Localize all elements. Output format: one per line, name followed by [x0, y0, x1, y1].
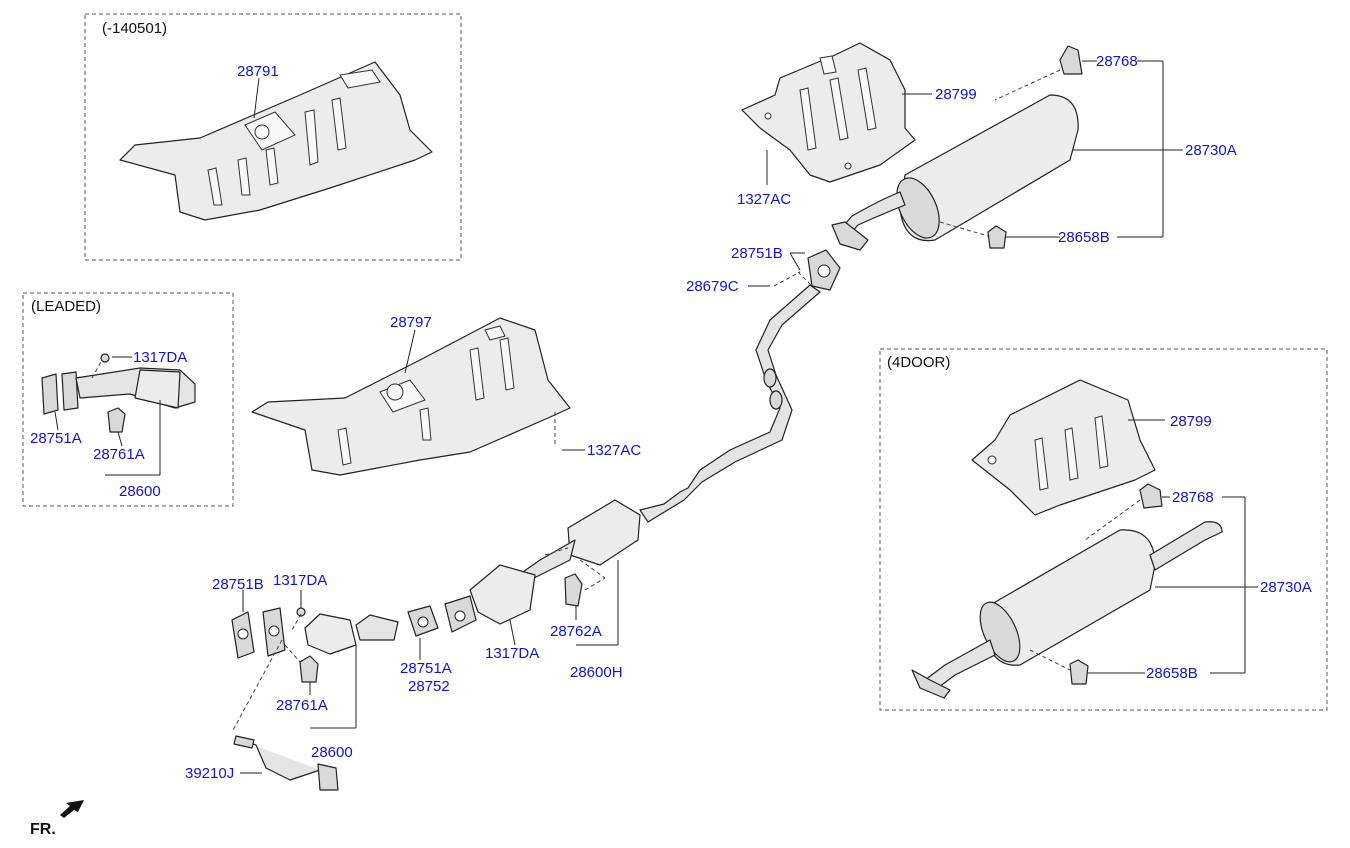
- label-1327AC[interactable]: 1327AC: [737, 191, 791, 208]
- label-28658B-4door[interactable]: 28658B: [1146, 665, 1198, 682]
- front-direction-indicator: FR.: [30, 800, 84, 838]
- heat-shield-rear-4door-drawing: [971, 379, 1156, 516]
- heat-shield-front-drawing: [251, 317, 571, 476]
- leaded-box: [22, 292, 234, 507]
- label-28768-4door[interactable]: 28768: [1172, 489, 1214, 506]
- label-28797[interactable]: 28797: [390, 314, 432, 331]
- label-28799-4door[interactable]: 28799: [1170, 413, 1212, 430]
- label-28600H[interactable]: 28600H: [570, 664, 623, 681]
- label-28751B-front[interactable]: 28751B: [212, 576, 264, 593]
- rear-muffler-drawing: [831, 94, 1079, 251]
- label-39210J[interactable]: 39210J: [185, 765, 234, 782]
- part-labels: 28791 28797 1327AC 28799 1327AC 28768 28…: [30, 53, 1312, 782]
- leaded-assembly-drawing: [41, 353, 196, 433]
- heat-shield-early-drawing: [119, 61, 433, 221]
- heat-shield-rear-drawing: [741, 42, 916, 183]
- hanger-rear-drawing: [1059, 45, 1083, 75]
- early-model-box: [84, 13, 462, 261]
- front-arrow-icon: [60, 800, 84, 818]
- label-1317DA-mid[interactable]: 1317DA: [485, 645, 539, 662]
- hanger-b-drawing: [987, 225, 1007, 249]
- label-1327AC-front[interactable]: 1327AC: [587, 442, 641, 459]
- label-28762A[interactable]: 28762A: [550, 623, 602, 640]
- label-1317DA-front[interactable]: 1317DA: [273, 572, 327, 589]
- label-28768[interactable]: 28768: [1096, 53, 1138, 70]
- label-28799[interactable]: 28799: [935, 86, 977, 103]
- front-direction-label: FR.: [30, 821, 56, 838]
- label-28600-leaded[interactable]: 28600: [119, 483, 161, 500]
- label-28751B-center[interactable]: 28751B: [731, 245, 783, 262]
- four-door-caption: (4DOOR): [887, 354, 950, 371]
- rear-muffler-4door-drawing: [911, 483, 1223, 699]
- label-28752[interactable]: 28752: [408, 678, 450, 695]
- label-28730A-4door[interactable]: 28730A: [1260, 579, 1312, 596]
- center-muffler-drawing: [519, 499, 641, 607]
- label-28600-front[interactable]: 28600: [311, 744, 353, 761]
- label-1317DA-leaded[interactable]: 1317DA: [133, 349, 187, 366]
- label-28751A[interactable]: 28751A: [400, 660, 452, 677]
- label-28791[interactable]: 28791: [237, 63, 279, 80]
- o2-sensor-drawing: [233, 735, 339, 791]
- catalyst-mid-drawing: [407, 564, 536, 637]
- catalyst-front-drawing: [231, 607, 399, 683]
- label-28761A-leaded[interactable]: 28761A: [93, 446, 145, 463]
- label-28679C[interactable]: 28679C: [686, 278, 739, 295]
- center-pipe-drawing: [639, 249, 841, 523]
- label-28658B[interactable]: 28658B: [1058, 229, 1110, 246]
- leaded-caption: (LEADED): [31, 298, 101, 315]
- early-model-caption: (-140501): [102, 20, 167, 37]
- leader-lines: [54, 60, 1258, 774]
- four-door-box: [879, 348, 1328, 711]
- label-28751A-leaded[interactable]: 28751A: [30, 430, 82, 447]
- label-28730A[interactable]: 28730A: [1185, 142, 1237, 159]
- label-28761A-front[interactable]: 28761A: [276, 697, 328, 714]
